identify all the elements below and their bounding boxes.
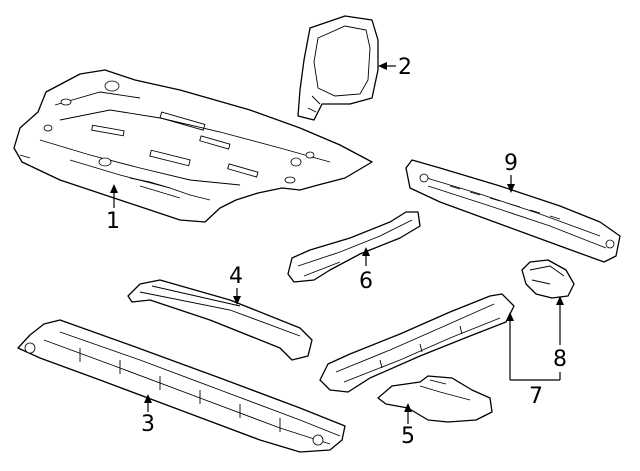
callout-7-label: 7: [529, 384, 543, 409]
callout-3-label: 3: [141, 412, 155, 437]
callout-4: 4: [229, 264, 243, 305]
part-3-crossmember: [17, 319, 346, 453]
callout-5: 5: [401, 403, 415, 449]
callout-1-label: 1: [106, 209, 120, 234]
part-8-small-bracket: [521, 259, 575, 299]
callout-6: 6: [359, 247, 373, 294]
part-1-floor-panel: [13, 69, 373, 223]
part-7-side-rail: [319, 293, 515, 393]
callout-9-label: 9: [504, 151, 518, 176]
callout-6-label: 6: [359, 269, 373, 294]
callout-9: 9: [504, 151, 518, 193]
callout-7: 7: [506, 312, 561, 409]
callout-8: 8: [553, 296, 567, 372]
part-6-rail-extension: [287, 211, 421, 283]
callout-2-label: 2: [398, 55, 412, 80]
callout-8-label: 8: [553, 347, 567, 372]
callout-2: 2: [378, 55, 412, 80]
callout-4-label: 4: [229, 264, 243, 289]
callout-1: 1: [106, 184, 120, 234]
part-2-wheelhouse-panel: [297, 15, 379, 121]
callout-3: 3: [141, 394, 155, 437]
part-4-rail: [127, 279, 313, 361]
part-5-bracket: [377, 375, 493, 423]
part-9-rear-sill: [405, 159, 621, 263]
callout-5-label: 5: [401, 424, 415, 449]
